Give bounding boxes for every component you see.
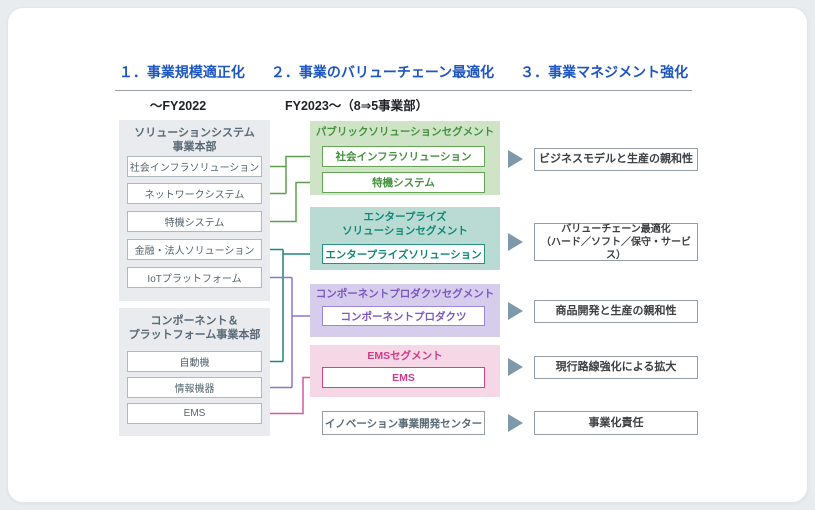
segment-box-tokki-system: 特機システム [322,172,485,193]
segment-ems-title: EMSセグメント [367,350,443,362]
org-box-network-system: ネットワークシステム [127,183,262,204]
flow-arrow-icon [508,302,523,320]
outcome-box-2: バリューチェーン最適化 （ハード／ソフト／保守・サービス） [534,223,698,261]
header-divider [115,90,692,91]
connector-public-merge [285,155,313,194]
fy2023-label: FY2023～（8⇒5事業部） [285,99,429,113]
fy2022-label: ～FY2022 [149,99,207,113]
flow-arrow-icon [508,358,523,376]
segment-component-products-title: コンポーネントプロダクツセグメント [315,288,495,300]
segment-box-ems: EMS [322,367,485,388]
segment-box-enterprise-solution: エンタープライズソリューション [322,244,485,264]
flow-arrow-icon [508,233,523,251]
segment-box-component-products: コンポーネントプロダクツ [322,306,485,326]
org-box-finance-corporate: 金融・法人ソリューション [127,239,262,260]
title-point-3: ３．事業マネジメント強化 [520,64,689,80]
org-box-ems: EMS [127,403,262,424]
outcome-box-1: ビジネスモデルと生産の親和性 [534,148,698,171]
org-box-info-device: 情報機器 [127,377,262,398]
title-point-1: １．事業規模適正化 [118,64,245,80]
flow-arrow-icon [508,150,523,168]
org-box-social-infra: 社会インフラソリューション [127,156,262,177]
segment-enterprise-solution-title: エンタープライズ ソリューションセグメント [342,211,468,237]
segment-public-solution-title: パブリックソリューションセグメント [315,126,495,138]
slide-title: １．事業規模適正化 ２．事業のバリューチェーン最適化 ３．事業マネジメント強化 [115,60,692,84]
org-box-automation: 自動機 [127,351,262,372]
outcome-box-4: 現行路線強化による拡大 [534,356,698,379]
group-solution-system-title: ソリューションシステム 事業本部 [134,127,255,154]
outcome-box-3: 商品開発と生産の親和性 [534,300,698,323]
segment-box-social-infra: 社会インフラソリューション [322,146,485,167]
group-component-platform-title: コンポーネント＆ プラットフォーム事業本部 [128,315,261,342]
org-box-iot-platform: IoTプラットフォーム [127,267,262,288]
title-point-2: ２．事業のバリューチェーン最適化 [270,64,495,80]
outcome-box-5: 事業化責任 [534,411,698,435]
innovation-center-box: イノベーション事業開発センター [322,411,485,435]
flow-arrow-icon [508,414,523,432]
org-box-tokki-system: 特機システム [127,211,262,232]
